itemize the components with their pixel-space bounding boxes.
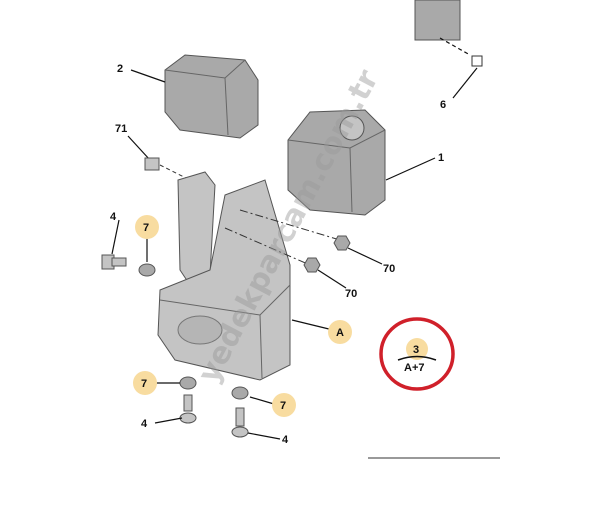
callout-A: A — [336, 327, 344, 339]
part-A-bracket — [157, 171, 341, 381]
callout-2: 2 — [117, 63, 123, 75]
fasteners — [101, 219, 281, 440]
callout-7: 7 — [141, 378, 147, 390]
kit-callout: 3 A+7 — [379, 317, 455, 391]
callout-4: 4 — [282, 434, 289, 446]
kit-number: 3 — [413, 344, 419, 356]
nuts-70 — [303, 235, 383, 289]
bolt-71 — [127, 135, 191, 181]
callout-70: 70 — [345, 288, 357, 300]
kit-contents: A+7 — [404, 362, 425, 374]
part-1-abs-pump — [287, 109, 436, 216]
highlight-circle — [379, 317, 455, 391]
callout-4: 4 — [110, 211, 117, 223]
callout-71: 71 — [115, 123, 127, 135]
part-6-sensor — [414, 0, 483, 99]
callout-7: 7 — [143, 222, 149, 234]
callout-6: 6 — [440, 99, 446, 111]
callout-7: 7 — [280, 400, 286, 412]
callout-4: 4 — [141, 418, 148, 430]
part-2-abs-module — [130, 54, 259, 139]
callout-1: 1 — [438, 152, 444, 164]
callout-70: 70 — [383, 263, 395, 275]
